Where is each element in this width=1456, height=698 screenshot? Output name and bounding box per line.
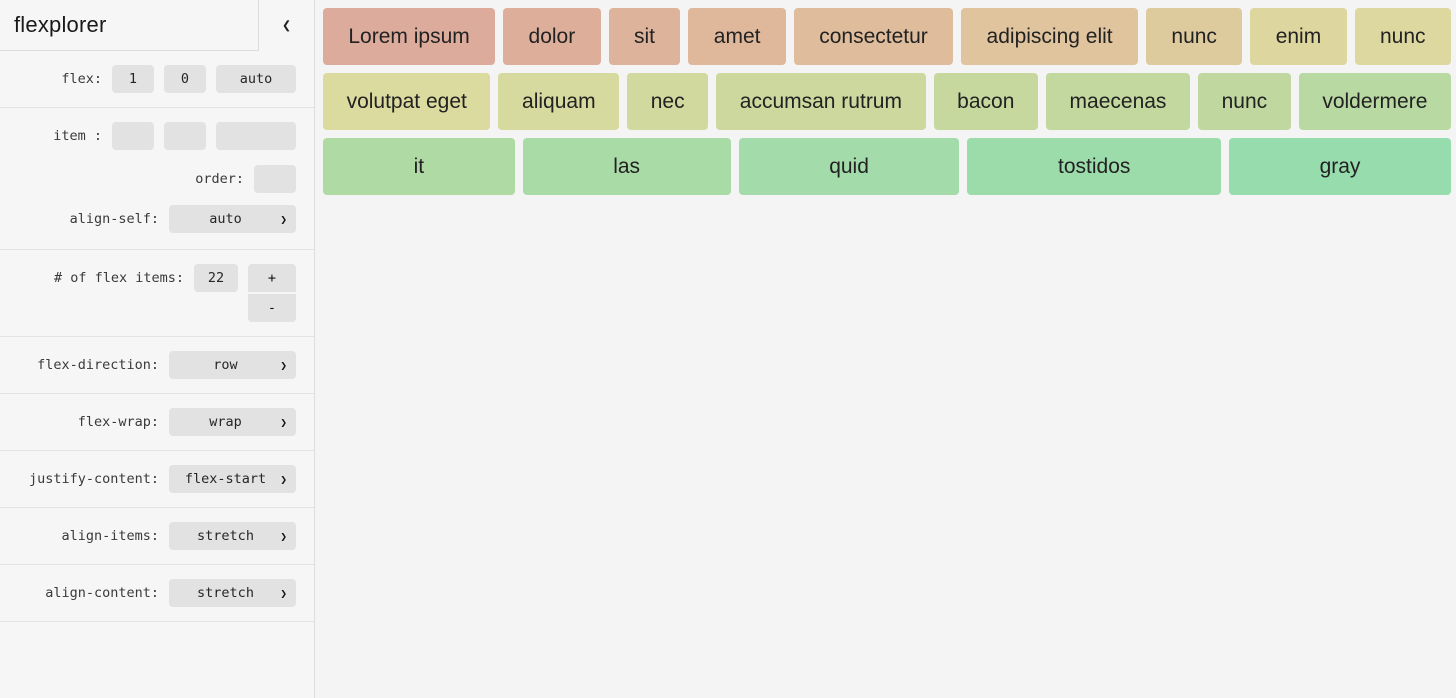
- increment-button[interactable]: +: [248, 264, 296, 292]
- count-stepper: + -: [248, 264, 296, 322]
- item-basis-input[interactable]: [216, 122, 296, 150]
- flex-item[interactable]: bacon: [933, 73, 1038, 130]
- item-shrink-input[interactable]: [164, 122, 206, 150]
- flex-item[interactable]: Lorem ipsum: [323, 8, 496, 65]
- flex-item[interactable]: amet: [688, 8, 786, 65]
- row-justify-content: justify-content: flex-start ❯: [0, 451, 314, 508]
- flex-item[interactable]: it: [323, 138, 515, 195]
- flex-item[interactable]: nunc: [1146, 8, 1243, 65]
- justify-content-select[interactable]: flex-start: [169, 465, 296, 493]
- chevron-left-icon[interactable]: ❮: [258, 0, 314, 51]
- app-title: flexplorer: [14, 12, 107, 37]
- row-align-self-label: align-self:: [69, 211, 159, 227]
- flex-item[interactable]: aliquam: [498, 73, 620, 130]
- item-grow-input[interactable]: [112, 122, 154, 150]
- align-self-controls: auto ❯: [169, 205, 296, 233]
- flex-item[interactable]: quid: [738, 138, 960, 195]
- flex-item[interactable]: las: [522, 138, 731, 195]
- row-flex: flex:: [0, 51, 314, 108]
- row-flex-label: flex:: [61, 71, 102, 87]
- justify-content-select-wrap: flex-start ❯: [169, 465, 296, 493]
- row-flex-wrap-label: flex-wrap:: [77, 414, 159, 430]
- row-align-self: align-self: auto ❯: [0, 199, 314, 250]
- row-justify-content-label: justify-content:: [28, 471, 159, 487]
- row-flex-direction-label: flex-direction:: [37, 357, 159, 373]
- flex-item[interactable]: maecenas: [1045, 73, 1191, 130]
- align-self-select-wrap: auto ❯: [169, 205, 296, 233]
- row-item-label: item :: [53, 128, 102, 144]
- row-flex-item-count: # of flex items: + -: [0, 250, 314, 337]
- row-align-items-label: align-items:: [61, 528, 159, 544]
- flex-item[interactable]: consectetur: [793, 8, 954, 65]
- flex-item[interactable]: sit: [608, 8, 681, 65]
- flex-shrink-input[interactable]: [164, 65, 206, 93]
- row-flex-direction: flex-direction: row ❯: [0, 337, 314, 394]
- flex-item[interactable]: nunc: [1198, 73, 1291, 130]
- flex-item-count-input[interactable]: [194, 264, 238, 292]
- align-self-select[interactable]: auto: [169, 205, 296, 233]
- flex-item[interactable]: accumsan rutrum: [716, 73, 926, 130]
- row-align-content-label: align-content:: [45, 585, 159, 601]
- flex-item[interactable]: nunc: [1354, 8, 1451, 65]
- flex-item[interactable]: enim: [1250, 8, 1347, 65]
- align-items-select[interactable]: stretch: [169, 522, 296, 550]
- flex-item[interactable]: gray: [1229, 138, 1451, 195]
- flex-basis-input[interactable]: [216, 65, 296, 93]
- align-content-select[interactable]: stretch: [169, 579, 296, 607]
- control-sidebar: flexplorer ❮ flex: item : order:: [0, 0, 315, 698]
- flex-item[interactable]: dolor: [503, 8, 601, 65]
- align-items-select-wrap: stretch ❯: [169, 522, 296, 550]
- flex-wrap-select[interactable]: wrap: [169, 408, 296, 436]
- flex-item[interactable]: volutpat eget: [323, 73, 491, 130]
- flex-item[interactable]: voldermere: [1298, 73, 1451, 130]
- order-input[interactable]: [254, 165, 296, 193]
- row-align-content: align-content: stretch ❯: [0, 565, 314, 622]
- sidebar-header: flexplorer ❮: [0, 0, 314, 51]
- row-flex-wrap: flex-wrap: wrap ❯: [0, 394, 314, 451]
- count-controls: + -: [194, 264, 296, 322]
- flex-wrap-select-wrap: wrap ❯: [169, 408, 296, 436]
- flex-item[interactable]: nec: [627, 73, 709, 130]
- flex-item[interactable]: tostidos: [967, 138, 1221, 195]
- row-order: order:: [0, 159, 314, 199]
- flex-shorthand-controls: [112, 65, 296, 93]
- flex-grow-input[interactable]: [112, 65, 154, 93]
- flex-item[interactable]: adipiscing elit: [961, 8, 1139, 65]
- align-content-select-wrap: stretch ❯: [169, 579, 296, 607]
- row-count-label: # of flex items:: [53, 270, 184, 286]
- row-item: item :: [0, 108, 314, 159]
- flex-direction-select[interactable]: row: [169, 351, 296, 379]
- row-align-items: align-items: stretch ❯: [0, 508, 314, 565]
- order-controls: [254, 165, 296, 193]
- flex-direction-select-wrap: row ❯: [169, 351, 296, 379]
- row-order-label: order:: [195, 171, 244, 187]
- decrement-button[interactable]: -: [248, 294, 296, 322]
- item-flex-controls: [112, 122, 296, 150]
